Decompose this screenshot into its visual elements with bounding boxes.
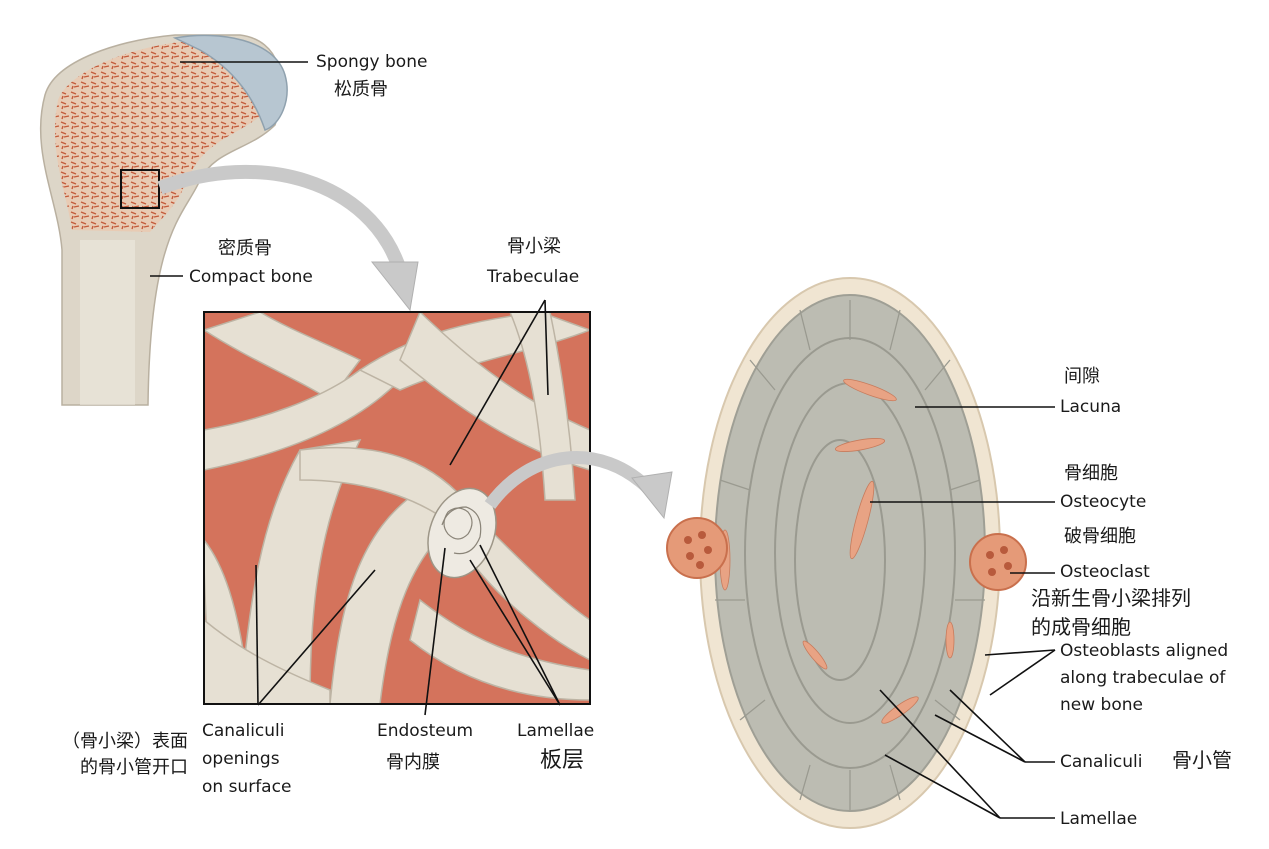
- osteocyte-label-en: Osteocyte: [1060, 492, 1147, 512]
- osteoclast-left: [666, 517, 728, 579]
- femur-illustration: [39, 34, 288, 406]
- osteoblast-label-en-2: along trabeculae of: [1060, 668, 1226, 688]
- trabecula-cross-section: [666, 277, 1027, 829]
- osteoclast-label-en: Osteoclast: [1060, 562, 1150, 582]
- osteoclast-right: [969, 533, 1027, 591]
- canaliculi-openings-label-2: openings: [202, 749, 280, 769]
- spongy-bone-label-zh: 松质骨: [334, 79, 388, 100]
- zoom-arrow-1: [157, 164, 419, 312]
- canaliculi-label-zh: 骨小管: [1172, 748, 1232, 772]
- endosteum-label-en: Endosteum: [377, 721, 474, 741]
- lamellae-cross-section-label: Lamellae: [1060, 809, 1138, 829]
- leader-lines: [150, 61, 1056, 819]
- osteoblast-label-zh-1: 沿新生骨小梁排列: [1031, 586, 1191, 610]
- osteocyte-label-zh: 骨细胞: [1064, 463, 1118, 484]
- canaliculi-openings-label-3: on surface: [202, 777, 292, 797]
- osteoblast-label-en-1: Osteoblasts aligned: [1060, 641, 1229, 661]
- osteoblast-label-zh-2: 的成骨细胞: [1031, 615, 1131, 639]
- lacuna-label-zh: 间隙: [1064, 366, 1100, 387]
- spongy-bone-label-en: Spongy bone: [316, 52, 428, 72]
- lamellae-label-zh: 板层: [540, 748, 585, 773]
- lamellae-label-en: Lamellae: [517, 721, 595, 741]
- osteoblast-label-en-3: new bone: [1060, 695, 1143, 715]
- endosteum-label-zh: 骨内膜: [386, 752, 440, 773]
- trabecular-square: [203, 311, 591, 705]
- compact-bone-label-zh: 密质骨: [218, 238, 272, 259]
- surface-openings-label-zh-1: （骨小梁）表面: [62, 731, 188, 752]
- compact-bone-label-en: Compact bone: [189, 267, 313, 287]
- zoom-arrow-2: [484, 451, 673, 520]
- surface-openings-label-zh-2: 的骨小管开口: [80, 757, 188, 778]
- trabeculae-label-zh: 骨小梁: [507, 236, 561, 257]
- canaliculi-label-en: Canaliculi: [1060, 752, 1143, 772]
- trabeculae-label-en: Trabeculae: [487, 267, 580, 287]
- osteoclast-label-zh: 破骨细胞: [1064, 526, 1136, 547]
- lacuna-label-en: Lacuna: [1060, 397, 1122, 417]
- canaliculi-openings-label-1: Canaliculi: [202, 721, 285, 741]
